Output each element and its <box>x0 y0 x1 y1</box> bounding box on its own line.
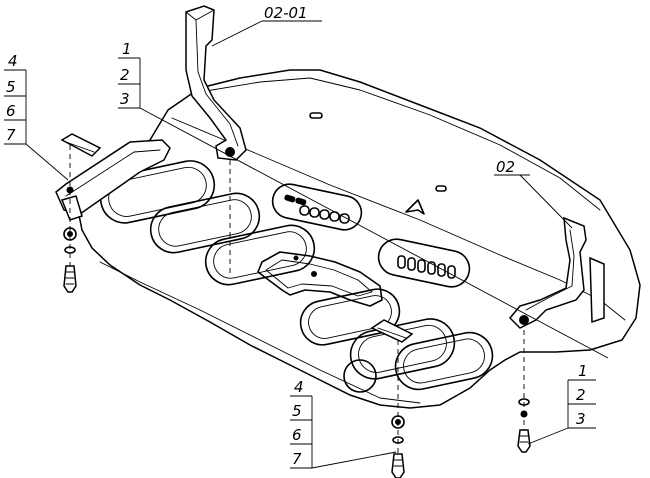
label-center-5: 5 <box>292 402 302 420</box>
label-center-6: 6 <box>292 426 302 444</box>
label-02: 02 <box>496 158 515 176</box>
left-mount-flange <box>55 139 171 221</box>
bracket-02 <box>508 216 605 329</box>
label-left-6: 6 <box>6 102 16 120</box>
label-top-left-2: 2 <box>120 66 130 84</box>
callout-labels: 02-01 02 1 2 3 4 5 6 7 4 5 6 7 1 2 3 <box>6 4 588 468</box>
vent-grille-lower <box>377 238 471 288</box>
left-plate-part <box>60 133 102 157</box>
rib-cutouts <box>99 160 494 391</box>
label-left-7: 7 <box>6 126 16 144</box>
label-top-left-3: 3 <box>120 90 130 108</box>
fastener-left <box>63 145 77 293</box>
bracket-02-01 <box>185 5 247 161</box>
plate-details <box>293 112 447 393</box>
label-right-3: 3 <box>576 410 586 428</box>
label-center-7: 7 <box>292 450 302 468</box>
center-plate-part <box>370 319 414 343</box>
fastener-right <box>517 330 531 455</box>
label-left-5: 5 <box>6 78 16 96</box>
label-02-01: 02-01 <box>264 4 308 22</box>
label-right-2: 2 <box>576 386 586 404</box>
label-top-left-1: 1 <box>122 40 132 58</box>
label-left-4: 4 <box>8 52 18 70</box>
vent-grille-upper <box>271 183 363 231</box>
fastener-center <box>391 340 405 478</box>
leaders <box>4 20 609 469</box>
label-right-1: 1 <box>578 362 588 380</box>
label-center-4: 4 <box>294 378 304 396</box>
